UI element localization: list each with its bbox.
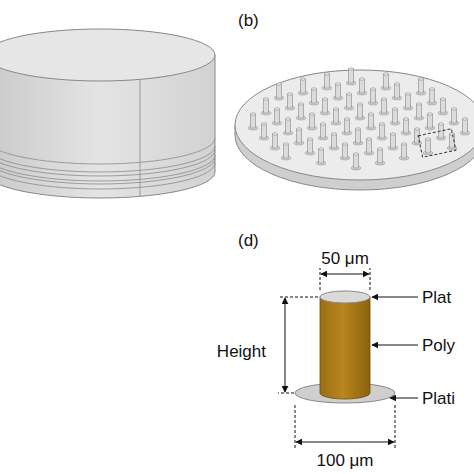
dimension-lines <box>278 268 395 448</box>
stacked-disk <box>0 29 215 198</box>
dimension: 50 μm <box>321 250 369 267</box>
single-pillar <box>295 291 395 403</box>
panel-label: (b) <box>238 12 259 29</box>
panel-label: (d) <box>238 232 259 249</box>
dimension: 100 μm <box>316 452 373 469</box>
dimension: Height <box>217 343 266 360</box>
part-name: Plat <box>422 289 451 306</box>
part-name: Plati <box>422 390 455 407</box>
leader-lines <box>372 297 418 398</box>
part-name: Poly <box>422 337 455 354</box>
pillar-array-disk <box>235 68 474 190</box>
